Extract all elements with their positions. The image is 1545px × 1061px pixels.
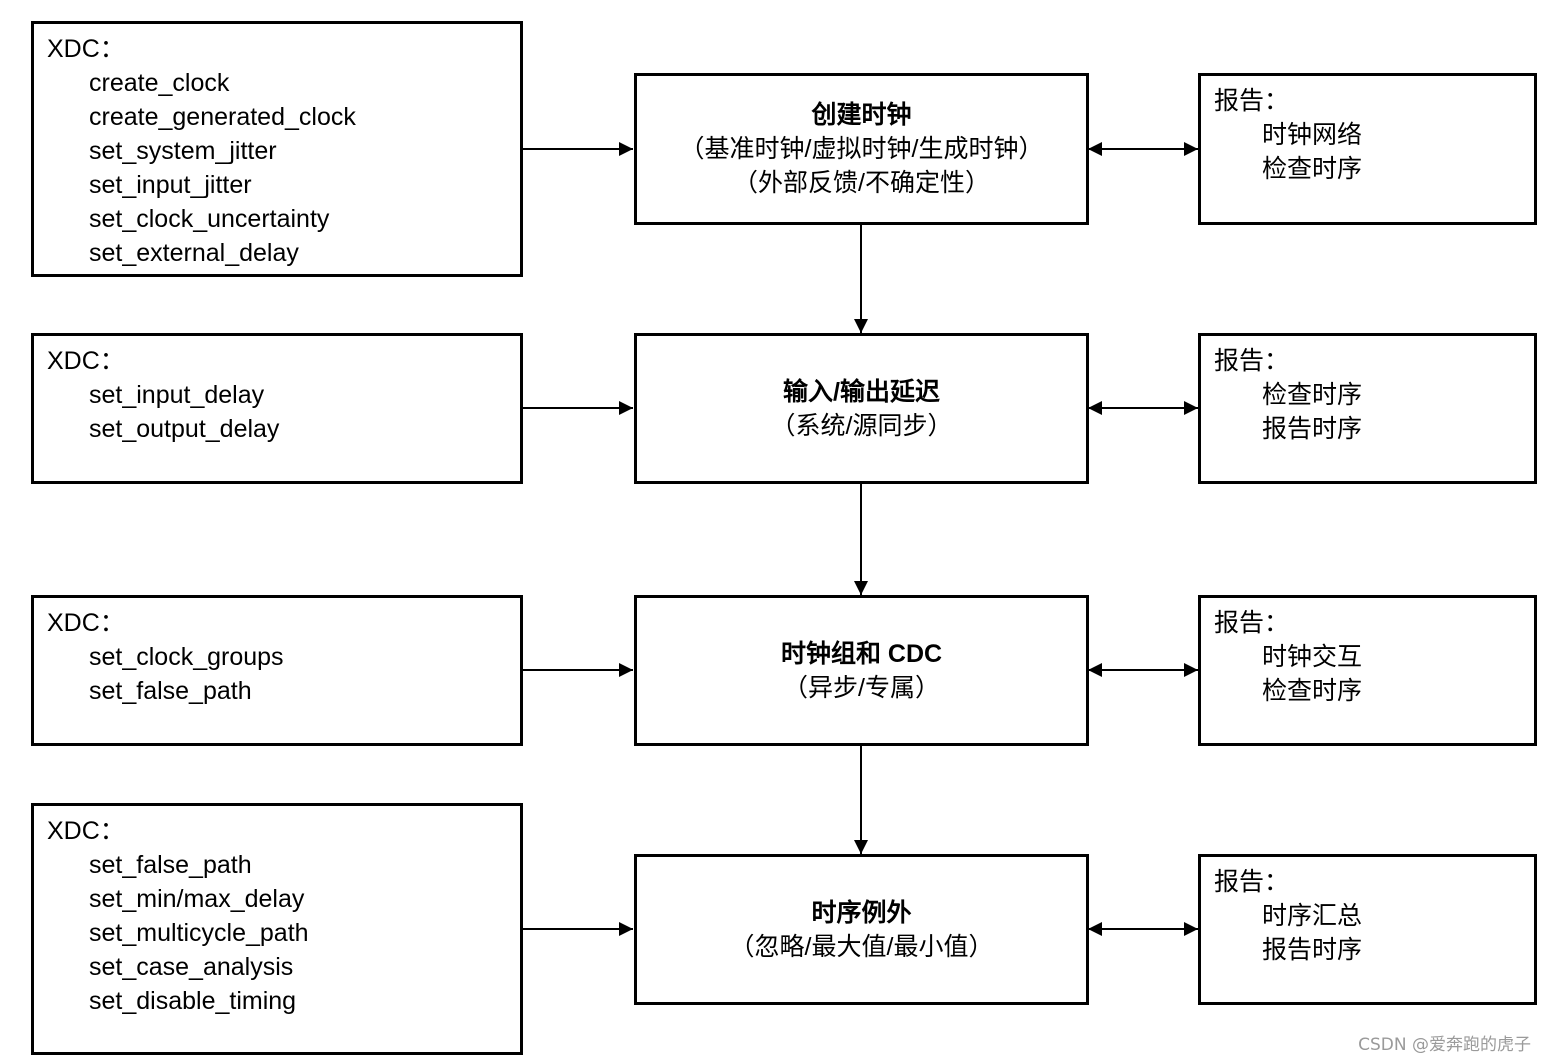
xdc-box-3: XDC： set_clock_groups set_false_path [31,595,523,746]
xdc-command-list: set_input_delay set_output_delay [47,378,520,446]
report-item-list: 时钟网络 检查时序 [1214,118,1534,186]
report-item: 检查时序 [1262,381,1363,409]
xdc-box-1: XDC： create_clock create_generated_clock… [31,21,523,277]
xdc-label: XDC： [47,817,125,845]
report-box-2: 报告： 检查时序 报告时序 [1198,333,1537,484]
xdc-command: set_system_jitter [89,137,277,165]
report-label: 报告： [1214,87,1290,115]
report-item: 时钟交互 [1262,643,1363,671]
xdc-box-4: XDC： set_false_path set_min/max_delay se… [31,803,523,1055]
xdc-command: set_min/max_delay [89,885,305,913]
xdc-command: set_input_delay [89,381,265,409]
xdc-label: XDC： [47,35,125,63]
xdc-command: create_generated_clock [89,103,356,131]
step-detail: （外部反馈/不确定性） [733,169,990,197]
report-label: 报告： [1214,868,1290,896]
report-item-list: 检查时序 报告时序 [1214,378,1534,446]
report-box-4: 报告： 时序汇总 报告时序 [1198,854,1537,1005]
xdc-label: XDC： [47,347,125,375]
step-title: 输入/输出延迟 [783,377,940,406]
xdc-command: set_false_path [89,851,252,879]
report-item: 时钟网络 [1262,121,1363,149]
step-title: 创建时钟 [811,101,912,129]
report-item-list: 时钟交互 检查时序 [1214,640,1534,708]
xdc-command: set_clock_uncertainty [89,205,330,233]
report-label: 报告： [1214,609,1290,637]
step-detail: （系统/源同步） [770,411,953,440]
step-title: 时序例外 [811,898,912,927]
report-item: 报告时序 [1262,936,1363,964]
step-detail: （异步/专属） [783,673,940,702]
report-item: 检查时序 [1262,677,1363,705]
xdc-label: XDC： [47,609,125,637]
xdc-command: set_multicycle_path [89,919,309,947]
step-box-timing-exceptions: 时序例外 （忽略/最大值/最小值） [634,854,1089,1005]
xdc-command: set_case_analysis [89,953,294,981]
watermark: CSDN @爱奔跑的虎子 [1358,1035,1531,1055]
step-detail: （基准时钟/虚拟时钟/生成时钟） [679,135,1044,163]
xdc-command-list: set_clock_groups set_false_path [47,640,520,708]
report-item: 报告时序 [1262,415,1363,443]
xdc-command: set_false_path [89,677,252,705]
report-label: 报告： [1214,347,1290,375]
xdc-command: create_clock [89,69,230,97]
step-title: 时钟组和 CDC [780,639,943,668]
report-item: 时序汇总 [1262,902,1363,930]
step-box-create-clock: 创建时钟 （基准时钟/虚拟时钟/生成时钟） （外部反馈/不确定性） [634,73,1089,225]
step-box-io-delay: 输入/输出延迟 （系统/源同步） [634,333,1089,484]
xdc-command: set_disable_timing [89,987,297,1015]
step-detail: （忽略/最大值/最小值） [729,932,994,961]
step-box-clock-groups-cdc: 时钟组和 CDC （异步/专属） [634,595,1089,746]
xdc-box-2: XDC： set_input_delay set_output_delay [31,333,523,484]
xdc-command: set_clock_groups [89,643,284,671]
xdc-command-list: create_clock create_generated_clock set_… [47,66,520,270]
report-item-list: 时序汇总 报告时序 [1214,899,1534,967]
xdc-command: set_input_jitter [89,171,252,199]
xdc-command: set_external_delay [89,239,299,267]
xdc-command-list: set_false_path set_min/max_delay set_mul… [47,848,520,1018]
report-box-3: 报告： 时钟交互 检查时序 [1198,595,1537,746]
report-item: 检查时序 [1262,155,1363,183]
report-box-1: 报告： 时钟网络 检查时序 [1198,73,1537,225]
xdc-command: set_output_delay [89,415,280,443]
